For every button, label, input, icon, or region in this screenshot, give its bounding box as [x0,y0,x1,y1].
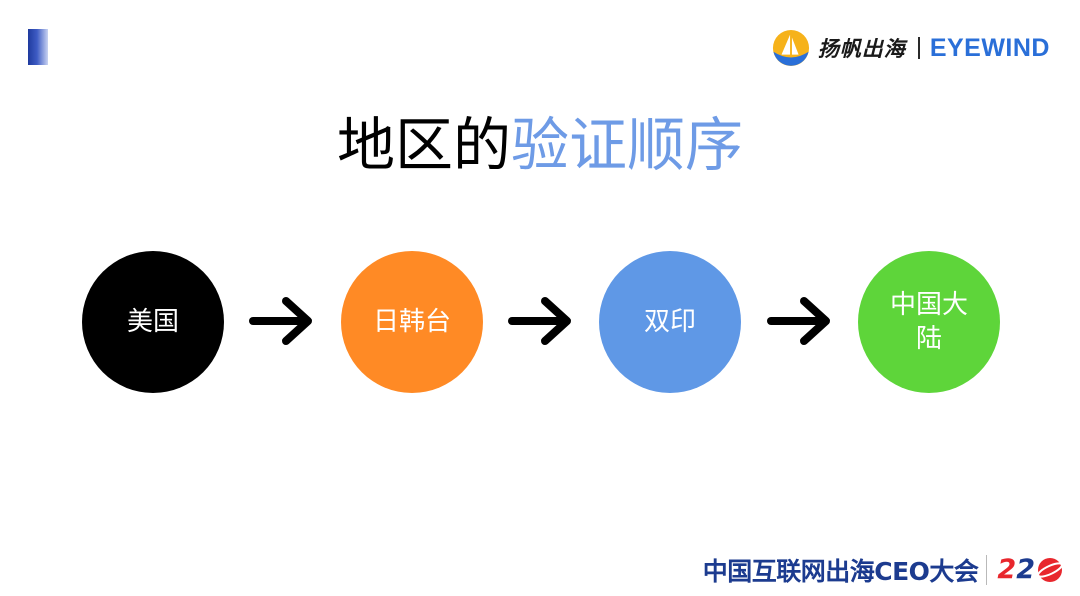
step-2-circle: 日韩台 [341,251,483,393]
step-3-label: 双印 [643,307,696,337]
sail-logo-icon [772,29,809,67]
step-2-label: 日韩台 [372,307,451,337]
step-4-circle: 中国大陆 [858,251,1000,393]
step-3-circle: 双印 [599,251,741,393]
brand-name-cn: 扬帆出海 [817,37,906,61]
step-1-label: 美国 [126,307,179,337]
brand-name-en: EYEWIND [929,33,1050,62]
page-title-main: 地区的 [336,111,511,179]
event-name: 中国互联网出海CEO大会 [702,557,979,586]
year-digit-1: 2 [997,554,1017,585]
page-title: 地区的验证顺序 [0,110,1080,180]
step-1-circle: 美国 [82,251,224,393]
brand-divider [917,37,920,59]
year-digit-2: 2 [1016,554,1035,585]
page-title-accent: 验证顺序 [511,111,744,179]
footer-divider [986,555,988,585]
arrow-right-icon [249,297,312,345]
arrow-right-icon [508,297,571,345]
red-globe-icon [1037,558,1063,582]
corner-accent-bar [28,29,48,65]
arrow-right-icon [767,297,830,345]
step-4-label: 中国大陆 [889,290,968,354]
brand-header: 扬帆出海 EYEWIND [772,27,1050,69]
